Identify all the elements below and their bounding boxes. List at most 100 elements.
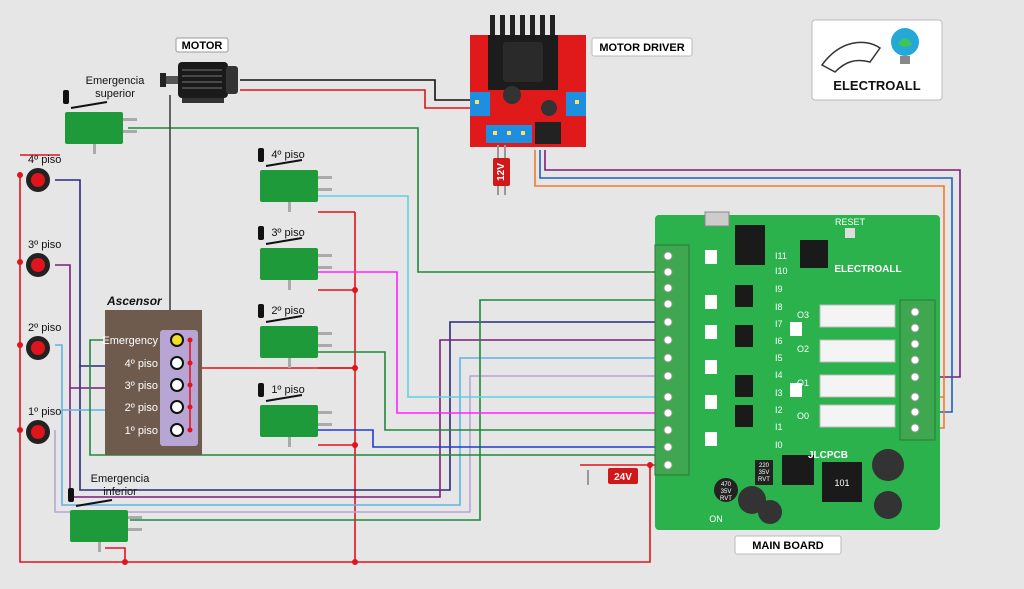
power-12v-label: 12V <box>496 163 507 181</box>
input-label: I9 <box>775 284 783 294</box>
switch-label: inferior <box>103 486 137 498</box>
wire-sw3-sig <box>318 271 660 414</box>
reset-button[interactable] <box>845 228 855 238</box>
floor-button-label: 3º piso <box>28 239 61 251</box>
input-label: I2 <box>775 405 783 415</box>
switch-label: 2º piso <box>271 305 304 317</box>
output-label: O3 <box>797 310 809 320</box>
ascensor-panel: Ascensor Emergency 4º piso 3º piso 2º piso 1… <box>102 294 202 455</box>
floor-button-cap <box>31 425 45 439</box>
wire-em-bottom <box>130 299 660 521</box>
floor-button-cap <box>31 341 45 355</box>
relays <box>819 304 896 428</box>
floor-call-button[interactable] <box>170 356 184 370</box>
wire-motor-black <box>240 79 475 101</box>
motor-driver-label: MOTOR DRIVER <box>599 42 684 54</box>
logo-text: ELECTROALL <box>833 78 920 93</box>
capacitor-1 <box>872 449 904 481</box>
switch-label: 1º piso <box>271 384 304 396</box>
input-label: I6 <box>775 336 783 346</box>
floor-button-label: 1º piso <box>28 406 61 418</box>
main-board-tag <box>734 535 842 555</box>
output-label: O1 <box>797 378 809 388</box>
cap2-text: 35V <box>759 470 770 476</box>
wire-lavender <box>54 375 660 513</box>
limit-switch: 1º piso <box>258 383 332 447</box>
floor-call-button[interactable] <box>170 400 184 414</box>
cap-text: 35V <box>721 489 732 495</box>
electroall-logo: ELECTROALL <box>811 19 943 101</box>
opto-modules <box>705 250 802 446</box>
floor-call-button[interactable] <box>170 378 184 392</box>
right-terminals <box>910 307 920 433</box>
capacitor-4 <box>758 500 782 524</box>
input-label: I10 <box>775 266 788 276</box>
floor-button-label: 2º piso <box>28 322 61 334</box>
board-on: ON <box>709 514 723 524</box>
limit-switch: 2º piso <box>258 304 332 368</box>
emergency-indicator[interactable] <box>170 333 184 347</box>
wire-driver-blue <box>539 150 953 413</box>
motor-driver: MOTOR DRIVER <box>470 15 693 147</box>
switch-label: superior <box>95 88 135 100</box>
limit-switch: 4º piso <box>258 148 332 212</box>
switch-label: Emergencia <box>91 473 151 485</box>
panel-item-label: Emergency <box>102 335 158 347</box>
reset-label: RESET <box>835 217 866 227</box>
inductor-label: 101 <box>834 478 849 488</box>
cap2-text: 220 <box>759 463 770 469</box>
main-board: RESET ELECTROALL JLCPCB ON 101 47035VRVT… <box>654 211 940 530</box>
output-label: O2 <box>797 344 809 354</box>
power-24v: 24V <box>587 468 638 485</box>
cap-text: 470 <box>721 482 732 488</box>
usb-port <box>704 211 730 227</box>
input-label: I11 <box>775 251 787 261</box>
output-label: O0 <box>797 411 809 421</box>
wire-sw4-sig <box>318 195 660 398</box>
wire-sw2-sig <box>318 351 660 431</box>
capacitor-3 <box>738 486 766 514</box>
board-jlc: JLCPCB <box>808 450 848 461</box>
hand-icon <box>820 41 882 73</box>
wire-em-top <box>128 127 660 273</box>
panel-item-label: 1º piso <box>125 425 158 437</box>
floor-buttons: 4º piso 3º piso 2º piso 1º piso <box>26 154 61 444</box>
wire-sw1-sig <box>318 429 660 448</box>
ascensor-label: Ascensor <box>106 294 163 308</box>
switch-label: 4º piso <box>271 149 304 161</box>
wire-red-em-bottom <box>105 547 126 562</box>
capacitor-470 <box>714 478 738 502</box>
panel-item-label: 4º piso <box>125 358 158 370</box>
floor-button-label: 4º piso <box>28 154 61 166</box>
wire-driver-orange <box>534 150 945 398</box>
board-brand: ELECTROALL <box>834 264 901 275</box>
junctions <box>17 172 653 565</box>
wire-navy-2 <box>79 321 660 491</box>
main-board-label: MAIN BOARD <box>752 540 824 552</box>
cap-text: RVT <box>720 496 732 502</box>
wire-motor-red <box>240 89 475 109</box>
switch-label: 3º piso <box>271 227 304 239</box>
wire-lightblue-2 <box>61 357 660 506</box>
chips <box>735 225 862 502</box>
input-label: I3 <box>775 388 783 398</box>
input-label: I8 <box>775 302 783 312</box>
floor-button-cap <box>31 173 45 187</box>
capacitor-220 <box>755 460 773 485</box>
limit-switch: 3º piso <box>258 226 332 290</box>
power-12v: 12V <box>493 145 510 195</box>
panel-item-label: 3º piso <box>125 380 158 392</box>
cap2-text: RVT <box>758 477 770 483</box>
motor: MOTOR <box>160 37 238 103</box>
power-24v-label: 24V <box>614 472 632 483</box>
floor-call-button[interactable] <box>170 423 184 437</box>
input-label: I5 <box>775 353 783 363</box>
panel-item-label: 2º piso <box>125 402 158 414</box>
input-label: I4 <box>775 370 783 380</box>
